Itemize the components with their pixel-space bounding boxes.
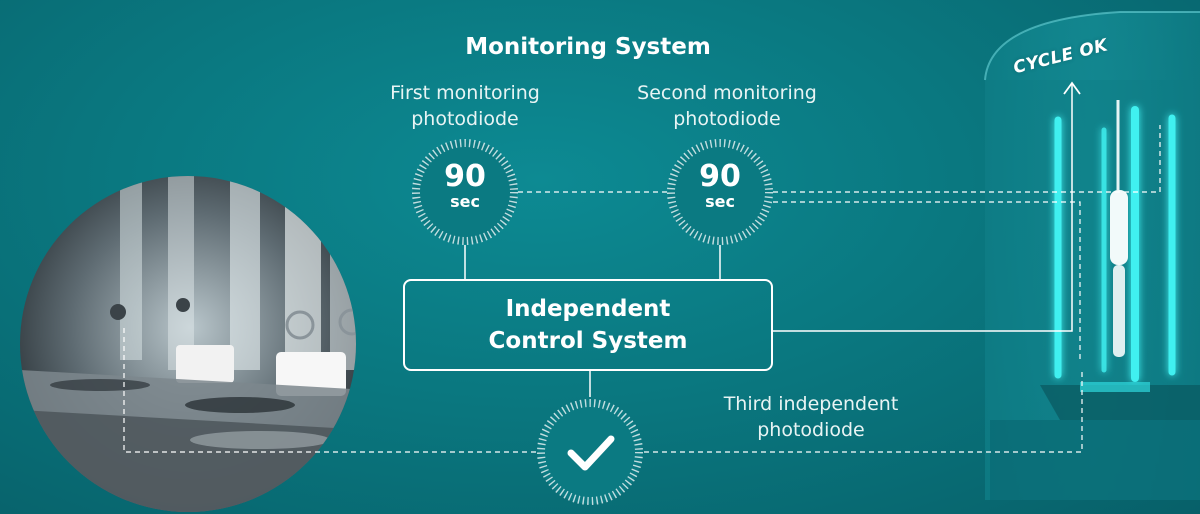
control-system-box: Independent Control System: [403, 279, 773, 371]
second-photodiode-label: Second monitoring photodiode: [637, 82, 817, 130]
first-photodiode-gauge: 90 sec: [412, 139, 518, 245]
second-photodiode-value: 90: [699, 159, 741, 194]
gauge-rings: [412, 139, 773, 505]
second-photodiode-gauge: 90 sec: [667, 139, 773, 245]
control-system-label: Independent Control System: [488, 296, 688, 354]
first-photodiode-value: 90: [444, 159, 486, 194]
diagram-title: Monitoring System: [465, 34, 711, 60]
third-photodiode-label: Third independent photodiode: [723, 393, 899, 441]
uv-device: [984, 11, 1200, 500]
connectors: [123, 81, 1161, 453]
second-photodiode-unit: sec: [705, 192, 735, 211]
first-photodiode-label: First monitoring photodiode: [390, 82, 540, 130]
first-photodiode-unit: sec: [450, 192, 480, 211]
lab-photo: [20, 176, 356, 512]
checkmark-icon: [537, 399, 643, 505]
